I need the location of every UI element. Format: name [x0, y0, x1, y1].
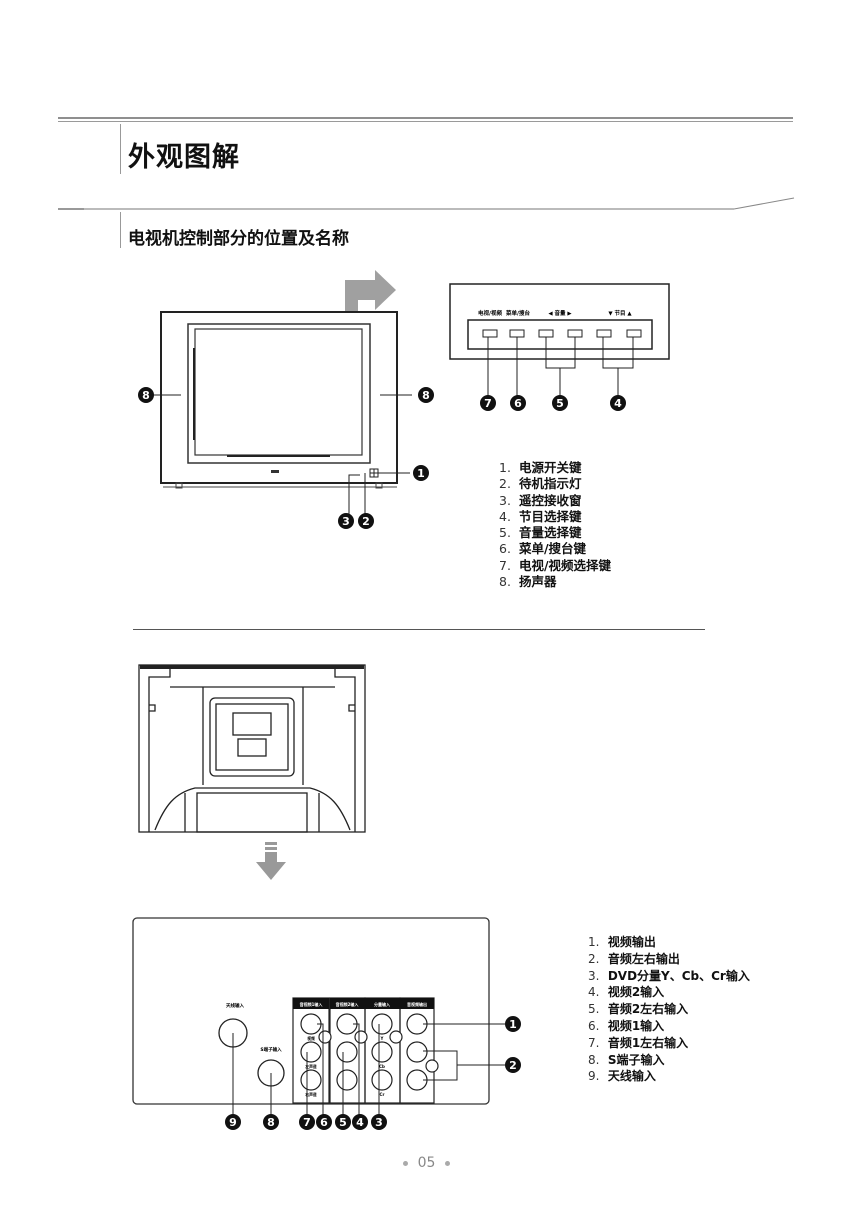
svg-text:4: 4: [356, 1116, 364, 1129]
svg-text:▼ 节目 ▲: ▼ 节目 ▲: [608, 309, 632, 317]
svg-text:7: 7: [484, 397, 492, 410]
callout-1: 1: [413, 465, 429, 481]
tv-rear-diagram: [138, 664, 366, 880]
legend-item: 3. DVD分量Y、Cb、Cr输入: [588, 968, 750, 983]
svg-text:1: 1: [509, 1018, 517, 1031]
svg-text:左声道: 左声道: [304, 1064, 317, 1069]
legend-item: 7. 电视/视频选择键: [499, 557, 612, 573]
svg-text:3: 3: [342, 515, 350, 528]
svg-text:音视频2输入: 音视频2输入: [336, 1001, 359, 1007]
callout-rear-1: 1: [505, 1016, 521, 1032]
legend-item: 2. 音频左右输出: [588, 951, 680, 966]
legend-item: 4. 节目选择键: [499, 508, 582, 524]
callout-rear-2: 2: [505, 1057, 521, 1073]
arrow-right-icon: [345, 270, 396, 312]
svg-text:Cr: Cr: [380, 1092, 385, 1097]
svg-text:6: 6: [320, 1116, 328, 1129]
svg-text:5: 5: [339, 1116, 347, 1129]
svg-text:视频: 视频: [307, 1036, 315, 1041]
legend-item: 3. 遥控接收窗: [499, 492, 582, 508]
callout-rear-5: 5: [335, 1114, 351, 1130]
brand-mark: [271, 470, 279, 473]
legend-item: 8. S端子输入: [588, 1052, 665, 1067]
svg-text:4: 4: [614, 397, 622, 410]
svg-text:6: 6: [514, 397, 522, 410]
front-legend: 1. 电源开关键 2. 待机指示灯 3. 遥控接收窗 4. 节目选择键 5. 音…: [499, 460, 611, 590]
svg-text:分量输入: 分量输入: [374, 1001, 390, 1007]
control-panel-diagram: 电视/视频 菜单/搜台 ◀ 音量 ▶ ▼ 节目 ▲ 7 6 5 4: [449, 283, 670, 411]
section-subtitle: 电视机控制部分的位置及名称: [128, 229, 349, 249]
svg-text:Cb: Cb: [379, 1064, 385, 1069]
legend-item: 9. 天线输入: [588, 1069, 656, 1084]
dot-icon: [445, 1160, 451, 1166]
legend-item: 2. 待机指示灯: [499, 476, 582, 492]
svg-text:◀ 音量 ▶: ◀ 音量 ▶: [548, 309, 572, 317]
arrow-down-icon: [256, 842, 286, 880]
svg-text:5: 5: [556, 397, 564, 410]
svg-text:3: 3: [375, 1116, 383, 1129]
svg-text:8: 8: [142, 389, 150, 402]
svg-text:9: 9: [229, 1116, 237, 1129]
callout-2: 2: [358, 513, 374, 529]
legend-item: 6. 菜单/搜台键: [499, 541, 587, 557]
legend-item: 1. 视频输出: [588, 935, 656, 949]
svg-text:7: 7: [303, 1116, 311, 1129]
subtitle-vbar: [120, 212, 121, 248]
page-number: 05: [0, 1155, 853, 1171]
callout-8-left: 8: [138, 387, 154, 403]
legend-item: 1. 电源开关键: [499, 460, 582, 475]
callout-8-right: 8: [418, 387, 434, 403]
svg-text:右声道: 右声道: [304, 1092, 317, 1097]
section-divider: [133, 629, 705, 630]
callout-5: 5: [552, 395, 568, 411]
header-rule: [58, 117, 793, 119]
section-rule: [58, 197, 795, 210]
legend-item: 5. 音频2左右输入: [588, 1002, 689, 1017]
callout-rear-4: 4: [352, 1114, 368, 1130]
svg-text:电视/视频: 电视/视频: [478, 309, 503, 317]
svg-text:8: 8: [267, 1116, 275, 1129]
legend-item: 6. 视频1输入: [588, 1018, 665, 1033]
svg-text:Y: Y: [380, 1036, 384, 1041]
header-rule-thin: [58, 121, 793, 122]
svg-text:S端子输入: S端子输入: [260, 1046, 282, 1053]
callout-7: 7: [480, 395, 496, 411]
callout-3: 3: [338, 513, 354, 529]
svg-text:菜单/搜台: 菜单/搜台: [505, 309, 531, 317]
tv-front-diagram: 8 8 1 3 2: [138, 270, 434, 529]
svg-text:2: 2: [362, 515, 370, 528]
callout-rear-3: 3: [371, 1114, 387, 1130]
legend-item: 7. 音频1左右输入: [588, 1035, 689, 1050]
svg-text:天线输入: 天线输入: [226, 1002, 244, 1009]
legend-item: 4. 视频2输入: [588, 985, 665, 1000]
callout-rear-7: 7: [299, 1114, 315, 1130]
callout-4: 4: [610, 395, 626, 411]
svg-text:2: 2: [509, 1059, 517, 1072]
legend-item: 8. 扬声器: [499, 574, 557, 590]
svg-text:1: 1: [417, 467, 425, 480]
callout-6: 6: [510, 395, 526, 411]
svg-text:8: 8: [422, 389, 430, 402]
page-title: 外观图解: [128, 142, 240, 173]
rear-connector-panel: 天线输入 S端子输入 音视频1输入 音视频2输入 分量输入 音视频输出 视频 左…: [132, 917, 521, 1130]
svg-text:音视频输出: 音视频输出: [407, 1001, 427, 1007]
title-vbar: [120, 124, 121, 174]
legend-item: 5. 音量选择键: [499, 525, 582, 541]
callout-rear-8: 8: [263, 1114, 279, 1130]
dot-icon: [402, 1160, 408, 1166]
callout-rear-6: 6: [316, 1114, 332, 1130]
svg-text:音视频1输入: 音视频1输入: [300, 1001, 323, 1007]
rear-legend: 1. 视频输出 2. 音频左右输出 3. DVD分量Y、Cb、Cr输入 4. 视…: [588, 934, 750, 1085]
callout-rear-9: 9: [225, 1114, 241, 1130]
